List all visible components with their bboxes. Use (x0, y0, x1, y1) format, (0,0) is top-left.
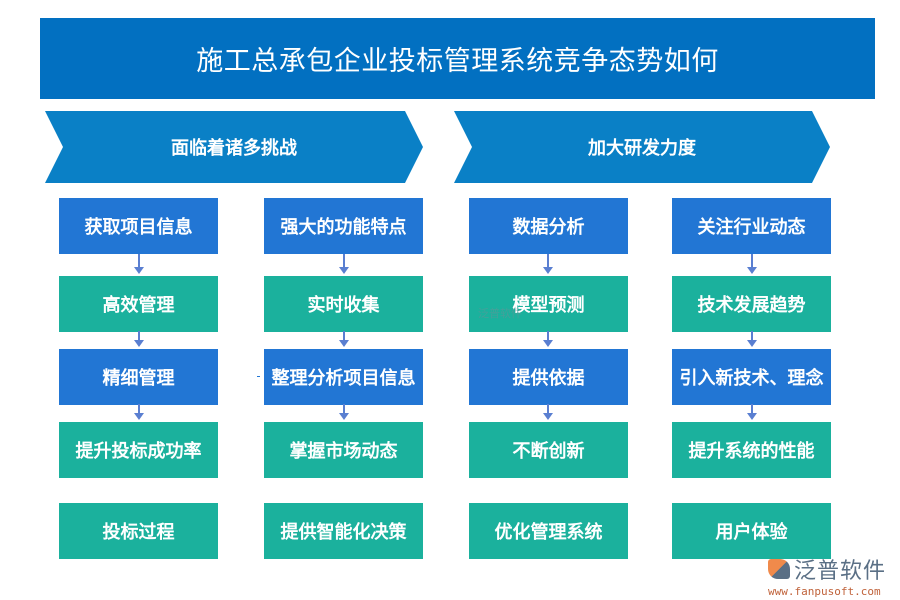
flow-box: 获取项目信息 (59, 198, 218, 254)
flow-box: 引入新技术、理念 (672, 349, 831, 405)
flow-box: 整理分析项目信息 (264, 349, 423, 405)
flow-box: 强大的功能特点 (264, 198, 423, 254)
flow-box: 掌握市场动态 (264, 422, 423, 478)
page-title: 施工总承包企业投标管理系统竞争态势如何 (40, 18, 875, 99)
arrow-down-icon (747, 254, 757, 274)
arrow-down-icon (134, 254, 144, 274)
arrow-down-icon (339, 254, 349, 274)
flow-box: 模型预测 (469, 276, 628, 332)
arrow-down-icon (543, 404, 553, 420)
arrow-down-icon (339, 404, 349, 420)
flow-box: 提升投标成功率 (59, 422, 218, 478)
arrow-down-icon (134, 404, 144, 420)
watermark-text: 泛普软件 (478, 307, 522, 320)
flow-box: 实时收集 (264, 276, 423, 332)
brand-logo: 泛普软件 www.fanpusoft.com (768, 553, 886, 598)
connector-mark (257, 376, 260, 377)
section-label: 面临着诸多挑战 (171, 138, 297, 159)
flow-box: 提供智能化决策 (264, 503, 423, 559)
arrow-down-icon (339, 331, 349, 347)
flow-box: 优化管理系统 (469, 503, 628, 559)
brand-logo-icon (768, 559, 790, 579)
arrow-down-icon (543, 331, 553, 347)
flow-box: 关注行业动态 (672, 198, 831, 254)
flow-box: 提供依据 (469, 349, 628, 405)
flow-box: 精细管理 (59, 349, 218, 405)
flow-box: 高效管理 (59, 276, 218, 332)
flow-box: 不断创新 (469, 422, 628, 478)
flow-box: 技术发展趋势 (672, 276, 831, 332)
flow-box: 提升系统的性能 (672, 422, 831, 478)
arrow-down-icon (747, 404, 757, 420)
brand-name: 泛普软件 (794, 559, 887, 584)
arrow-down-icon (747, 331, 757, 347)
brand-url: www.fanpusoft.com (768, 585, 881, 598)
section-label: 加大研发力度 (588, 138, 696, 159)
arrow-down-icon (543, 254, 553, 274)
flow-box: 投标过程 (59, 503, 218, 559)
section-header-rd: 加大研发力度 (454, 111, 830, 183)
section-header-challenges: 面临着诸多挑战 (45, 111, 423, 183)
flow-box: 用户体验 (672, 503, 831, 559)
arrow-down-icon (134, 331, 144, 347)
flow-box: 数据分析 (469, 198, 628, 254)
